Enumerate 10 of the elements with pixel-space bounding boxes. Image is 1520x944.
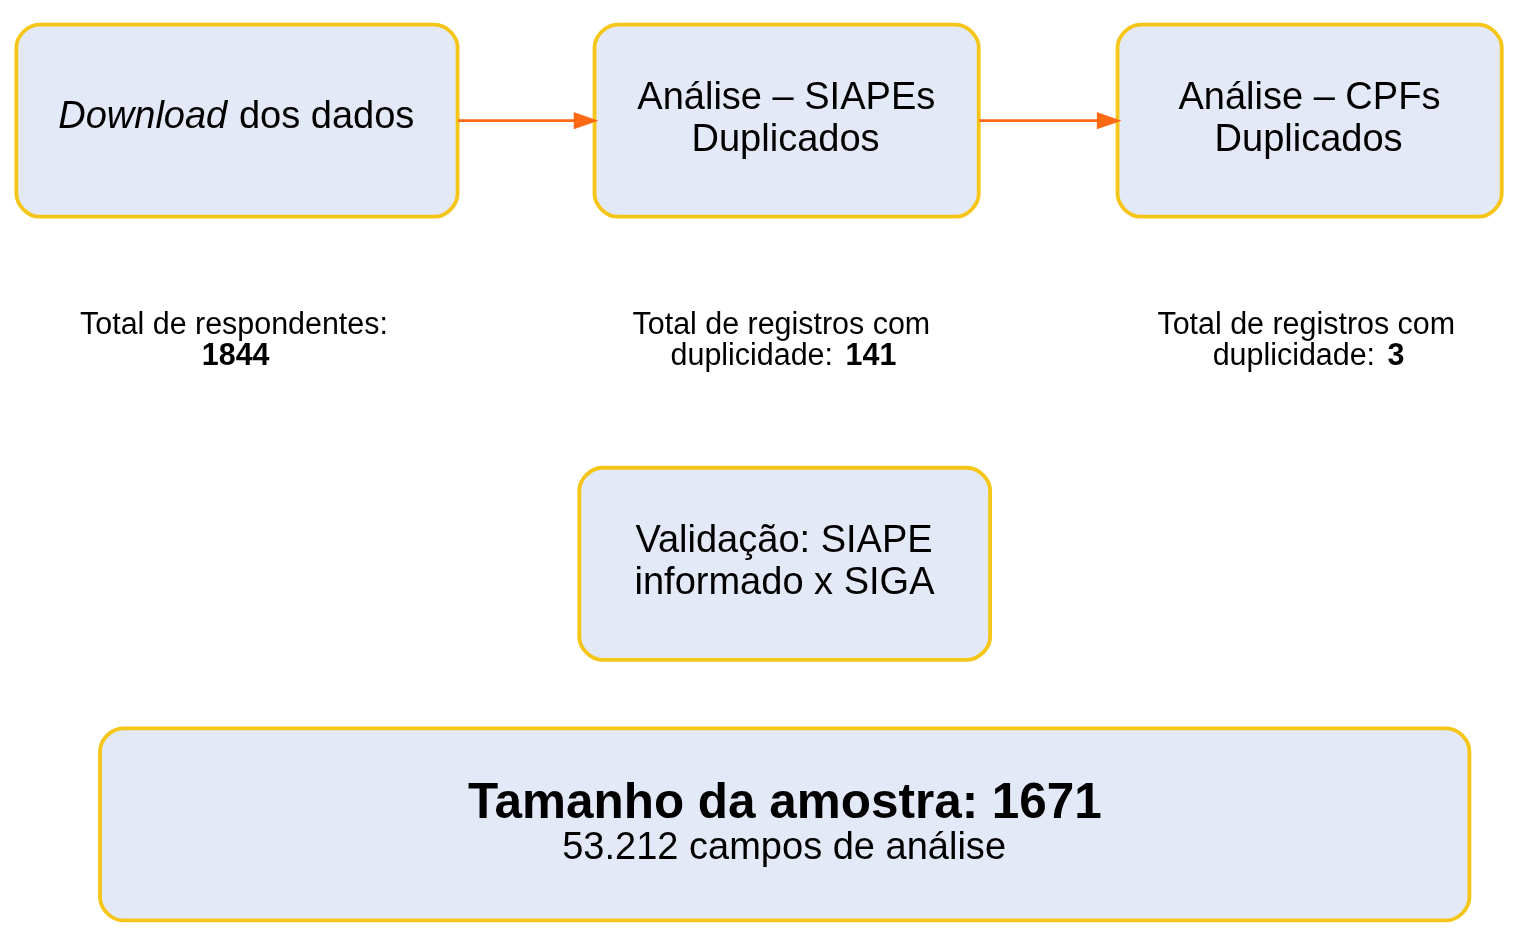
- node-box: Análise – CPFs Duplicados: [1115, 22, 1504, 219]
- node-box: Validação: SIAPE informado x SIGA: [577, 465, 993, 662]
- node-label: Total de registros com duplicidade: 3: [1157, 305, 1456, 371]
- arrow: [458, 111, 599, 129]
- arrow: [979, 111, 1122, 129]
- node-box: Download dos dados: [14, 22, 460, 219]
- node-box: Tamanho da amostra: 1671 53.212 campos de análise: [98, 725, 1472, 922]
- node-label: Total de respondentes: 1844: [80, 305, 388, 371]
- node-box: Análise – SIAPEs Duplicados: [592, 22, 981, 219]
- node-label: Total de registros com duplicidade: 141: [632, 305, 931, 371]
